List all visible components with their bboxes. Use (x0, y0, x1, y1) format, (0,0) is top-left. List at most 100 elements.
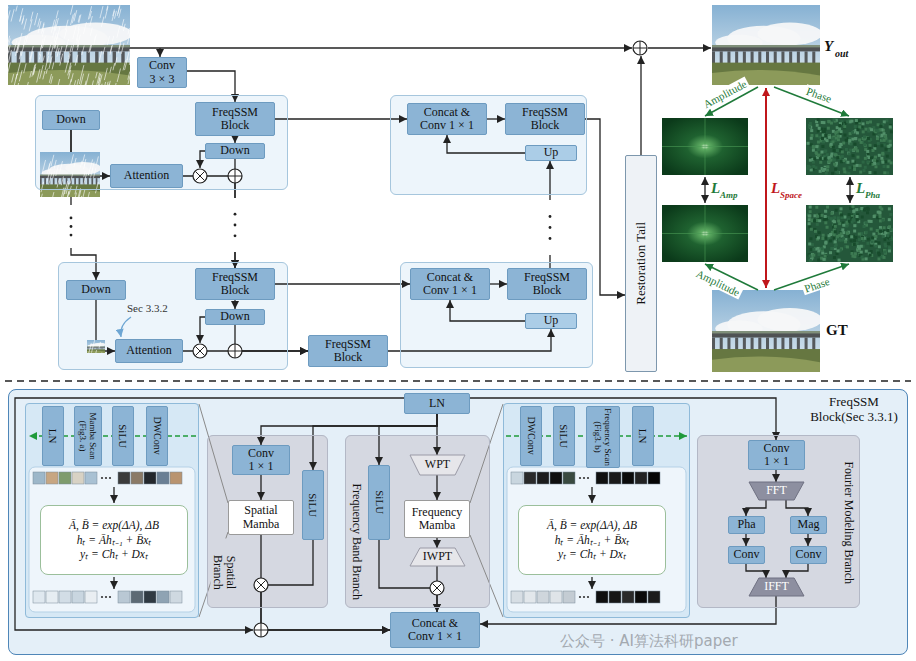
mamba-box: Spatial Mamba (228, 500, 294, 535)
box-label: Up (544, 314, 559, 327)
ellipsis-dots (231, 198, 239, 252)
label-holder: Fourier Modeling Branch (838, 440, 858, 605)
process-box: Pha (728, 516, 765, 534)
up-box: Up (525, 313, 577, 329)
scan-detail (507, 467, 686, 612)
box-label: Conv (795, 548, 821, 561)
freqssm-box: FreqSSM Block (195, 102, 275, 136)
loss-arrow (704, 177, 705, 203)
box-label: LN (637, 408, 649, 464)
stage-panel: DownFreqSSM BlockDownAttention (35, 95, 288, 190)
panel-ground (207, 435, 328, 608)
wire (130, 47, 632, 48)
panel-ground (345, 435, 490, 608)
box-label: Conv 1 × 1 (247, 447, 275, 474)
conv-box: Conv (728, 546, 765, 564)
equation-box: Ā, B̄ = exp(ΔA), ΔBhₜ = Āhₜ₋₁ + B̄xₜyₜ =… (518, 505, 666, 575)
box-label: Concat & Conv 1 × 1 (420, 271, 480, 298)
photo-illustration (87, 340, 105, 353)
branch-label: FreqSSM Block(Sec 3.3.1) (802, 395, 906, 424)
connector-arrow (436, 538, 437, 548)
label-holder: 公众号 · AI算法科研paper (560, 633, 738, 650)
freqssm-box: FreqSSM Block (505, 103, 585, 135)
connector-arrow (235, 325, 308, 351)
multiply-symbol (193, 344, 207, 358)
connector-arrow (261, 414, 437, 445)
fft-trapezoid: FFT (749, 482, 804, 500)
label-holder: L (856, 180, 865, 197)
mamba-box: Frequency Mamba (404, 500, 470, 538)
connector-arrow (436, 475, 437, 500)
box-label: WPT (425, 458, 450, 471)
connector-arrow (234, 300, 235, 309)
label-holder: Spatial Branch (209, 538, 239, 606)
connector-arrow (470, 398, 776, 440)
wire (113, 577, 114, 589)
stage-panel: Concat & Conv 1 × 1FreqSSM BlockUp (390, 95, 587, 195)
process-box: Mag (790, 516, 827, 534)
transform-trapezoid: WPT (410, 455, 465, 475)
up-box: Up (525, 145, 577, 161)
scan-panel: LN Mamba Scan (Fig3. a) SiLU DWConv Ā, B̄ = … (25, 403, 199, 618)
panel-ground (35, 95, 288, 190)
phase-spectrum (806, 118, 893, 175)
down-box: Down (205, 143, 265, 159)
box-label: Down (220, 310, 249, 323)
attention-box: Attention (115, 339, 183, 363)
branch-panel: Frequency Band BranchSiLUWPTFrequency Ma… (345, 435, 490, 608)
vertical-box: DWConv (146, 406, 168, 466)
multiply-symbol (254, 578, 268, 592)
output-symbol: Y (824, 38, 833, 55)
connector-arrow (786, 500, 808, 516)
wire (113, 487, 114, 503)
vertical-box: Mamba Scan (Fig3. a) (74, 406, 102, 466)
vertical-box: Frequency Scan (Fig3. b) (586, 406, 620, 468)
label-holder: FreqSSM Block(Sec 3.3.1) (802, 392, 906, 428)
box-label: FreqSSM Block (512, 106, 578, 133)
box-label: LN (429, 397, 445, 410)
amplitude-label: Amplitude (692, 266, 743, 299)
attention-box: Attention (110, 164, 183, 188)
amplitude-spectrum (662, 118, 748, 175)
connector-arrow (187, 71, 235, 102)
connector-arrow (234, 136, 235, 143)
transform-trapezoid: IWPT (410, 548, 465, 566)
label-holder: Phase (801, 274, 833, 295)
down-box: Down (42, 110, 100, 130)
label-holder: Y (824, 38, 833, 55)
callout-arrow (121, 317, 131, 337)
section-ref: Sec 3.3.2 (127, 302, 168, 314)
box-label: Pha (738, 518, 756, 531)
box-label: FFT (766, 484, 787, 497)
box-label: Conv 1 × 1 (762, 442, 791, 469)
leader-line (470, 404, 503, 503)
add-symbol (228, 344, 242, 358)
patch-sequence (33, 591, 182, 603)
vertical-box: LN (42, 406, 64, 466)
freqssm-box: FreqSSM Block (507, 268, 587, 300)
connector-arrow (450, 300, 525, 321)
box-label: Ā, B̄ = exp(ΔA), ΔB (69, 518, 159, 533)
multiply-symbol (430, 581, 444, 595)
branch-panel: Fourier Modeling Branch Conv 1 × 1 FFT Pha M… (697, 435, 860, 608)
box-label: Conv (733, 548, 759, 561)
label-holder: Amp (720, 190, 738, 200)
add-symbol (254, 623, 268, 637)
connector-arrow (786, 564, 808, 578)
block-panel: FreqSSM Block(Sec 3.3.1) LN LN Mamba Scan (… (8, 389, 908, 655)
patch-sequence (33, 472, 182, 484)
norm-box: LN (404, 393, 470, 414)
box-label: Spatial Mamba (235, 504, 287, 531)
stage-panel: Concat & Conv 1 × 1 FreqSSM BlockUp (400, 262, 593, 368)
box-label: SiLU (117, 408, 129, 464)
add-symbol (228, 169, 242, 183)
vertical-box: LN (632, 406, 654, 466)
box-label: Ā, B̄ = exp(ΔA), ΔB (547, 518, 637, 533)
wire (648, 47, 711, 48)
box-label: hₜ = Āhₜ₋₁ + B̄xₜ (555, 533, 630, 548)
connector-arrow (275, 283, 410, 284)
vertical-box: SiLU (302, 470, 324, 540)
down-box: Down (66, 280, 126, 300)
loss-subscript: Space (780, 190, 802, 200)
box-label: Down (56, 113, 85, 126)
